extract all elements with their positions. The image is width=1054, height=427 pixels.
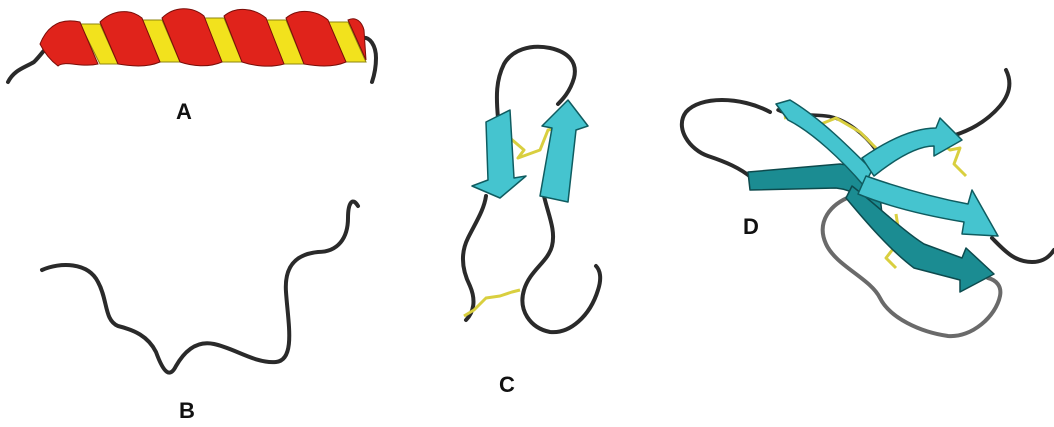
sheet-backbone-left: [682, 100, 770, 178]
hairpin-backbone-bottom-right: [522, 196, 600, 332]
sheet-backbone-top-right: [952, 70, 1009, 136]
sheet-backbone-right: [992, 238, 1054, 262]
helix-a: [8, 9, 376, 82]
panel-label-d: D: [743, 214, 759, 239]
panel-a: A: [8, 9, 376, 124]
coil-b: [42, 202, 358, 373]
beta-strand-c-right: [540, 100, 588, 202]
helix-backbone-left: [8, 46, 48, 82]
panel-d: D: [682, 70, 1054, 336]
panel-label-b: B: [179, 398, 195, 423]
panel-c: C: [463, 47, 600, 397]
panel-label-c: C: [499, 372, 515, 397]
panel-b: B: [42, 202, 358, 423]
beta-strand-c-left: [472, 110, 526, 198]
panel-label-a: A: [176, 99, 192, 124]
